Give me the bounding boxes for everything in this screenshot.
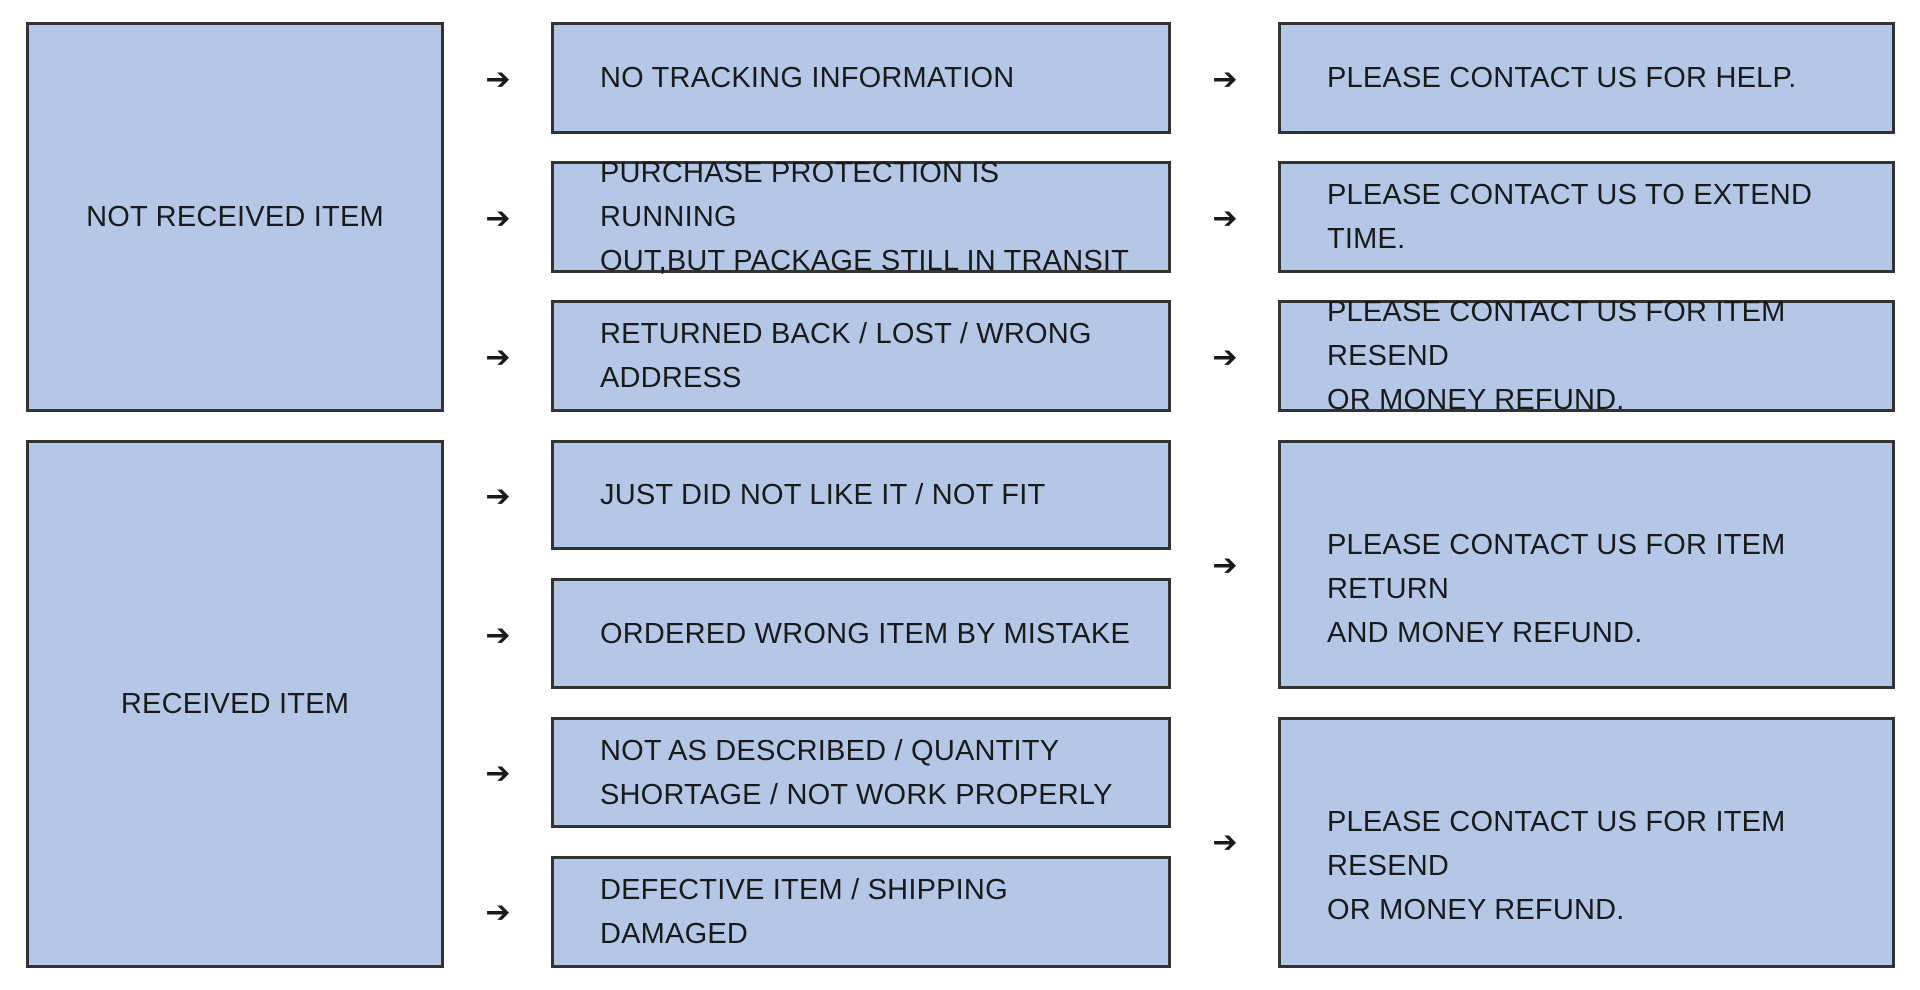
reason-box: ORDERED WRONG ITEM BY MISTAKE bbox=[551, 578, 1171, 689]
arrow-right-icon: ➔ bbox=[485, 201, 511, 236]
reason-label: RETURNED BACK / LOST / WRONG ADDRESS bbox=[600, 318, 1092, 394]
arrow-right-icon: ➔ bbox=[1212, 340, 1238, 375]
reason-label: PURCHASE PROTECTION IS RUNNING OUT,BUT P… bbox=[600, 157, 1130, 277]
arrow-right-icon: ➔ bbox=[1212, 825, 1238, 860]
reason-label: NOT AS DESCRIBED / QUANTITY SHORTAGE / N… bbox=[600, 734, 1113, 811]
action-label: PLEASE CONTACT US FOR ITEM RESEND OR MON… bbox=[1327, 296, 1786, 416]
arrow-right-icon: ➔ bbox=[485, 756, 511, 791]
arrow-right-icon: ➔ bbox=[485, 340, 511, 375]
arrow-right-icon: ➔ bbox=[485, 479, 511, 514]
category-box-not-received: NOT RECEIVED ITEM bbox=[26, 22, 444, 412]
action-box: PLEASE CONTACT US FOR ITEM RESEND OR MON… bbox=[1278, 296, 1895, 416]
action-box: PLEASE CONTACT US FOR ITEM RETURN AND MO… bbox=[1278, 440, 1895, 689]
category-label: NOT RECEIVED ITEM bbox=[86, 201, 384, 233]
arrow-right-icon: ➔ bbox=[485, 895, 511, 930]
action-box: PLEASE CONTACT US FOR ITEM RESEND OR MON… bbox=[1278, 717, 1895, 968]
action-box: PLEASE CONTACT US FOR HELP. bbox=[1278, 22, 1895, 134]
action-label: PLEASE CONTACT US TO EXTEND TIME. bbox=[1327, 179, 1813, 255]
arrow-right-icon: ➔ bbox=[1212, 201, 1238, 236]
reason-label: JUST DID NOT LIKE IT / NOT FIT bbox=[600, 479, 1046, 511]
category-label: RECEIVED ITEM bbox=[120, 688, 350, 720]
reason-box: RETURNED BACK / LOST / WRONG ADDRESS bbox=[551, 300, 1171, 412]
action-label: PLEASE CONTACT US FOR ITEM RESEND OR MON… bbox=[1327, 806, 1786, 926]
category-box-received: RECEIVED ITEM bbox=[26, 440, 444, 968]
reason-box: PURCHASE PROTECTION IS RUNNING OUT,BUT P… bbox=[551, 157, 1171, 277]
action-label: PLEASE CONTACT US FOR HELP. bbox=[1327, 62, 1797, 94]
action-box: PLEASE CONTACT US TO EXTEND TIME. bbox=[1278, 161, 1895, 273]
reason-label: NO TRACKING INFORMATION bbox=[600, 62, 1015, 94]
reason-box: DEFECTIVE ITEM / SHIPPING DAMAGED bbox=[551, 856, 1171, 968]
arrow-right-icon: ➔ bbox=[485, 62, 511, 97]
action-label: PLEASE CONTACT US FOR ITEM RETURN AND MO… bbox=[1327, 529, 1786, 649]
reason-label: ORDERED WRONG ITEM BY MISTAKE bbox=[600, 617, 1130, 650]
reason-box: JUST DID NOT LIKE IT / NOT FIT bbox=[551, 440, 1171, 550]
reason-box: NO TRACKING INFORMATION bbox=[551, 22, 1171, 134]
arrow-right-icon: ➔ bbox=[1212, 62, 1238, 97]
reason-label: DEFECTIVE ITEM / SHIPPING DAMAGED bbox=[600, 874, 1008, 950]
arrow-right-icon: ➔ bbox=[1212, 548, 1238, 583]
reason-box: NOT AS DESCRIBED / QUANTITY SHORTAGE / N… bbox=[551, 717, 1171, 828]
arrow-right-icon: ➔ bbox=[485, 618, 511, 653]
